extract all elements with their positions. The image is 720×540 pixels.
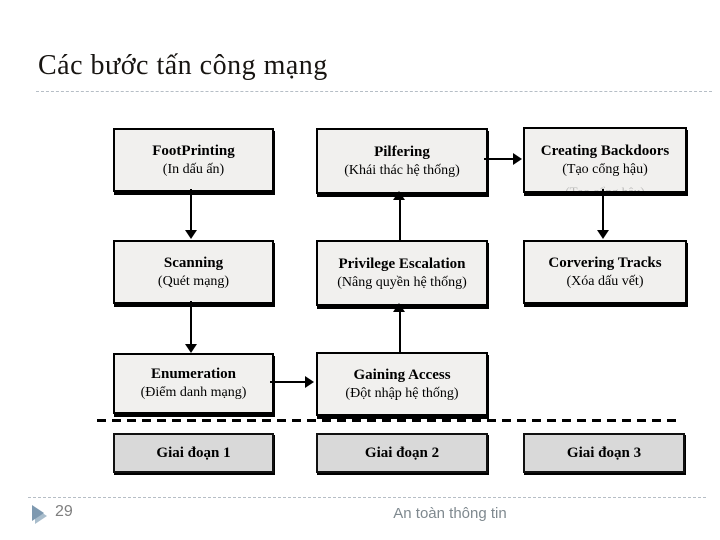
node-privilege-escalation-vi: (Nâng quyền hệ thống)	[337, 274, 467, 290]
node-pilfering-vi: (Khái thác hệ thống)	[344, 162, 460, 178]
node-enumeration-en: Enumeration	[150, 366, 236, 383]
footer-separator	[28, 497, 706, 498]
slide-title: Các bước tấn công mạng	[38, 50, 328, 81]
phase-separator-dashed-line	[97, 419, 676, 422]
footer: 29 An toàn thông tin	[0, 500, 720, 540]
node-corvering-tracks-en: Corvering Tracks	[548, 254, 662, 271]
node-scanning: Scanning (Quét mạng)	[113, 240, 274, 304]
node-privilege-escalation: Privilege Escalation (Nâng quyền hệ thốn…	[316, 240, 488, 306]
title-separator	[36, 91, 712, 92]
node-corvering-tracks-vi: (Xóa dấu vết)	[566, 273, 644, 289]
node-enumeration: Enumeration (Điểm danh mạng)	[113, 353, 274, 414]
node-gaining-access-vi: (Đột nhập hệ thống)	[345, 385, 459, 401]
footer-text: An toàn thông tin	[393, 505, 507, 522]
node-gaining-access: Gaining Access (Đột nhập hệ thống)	[316, 352, 488, 416]
node-creating-backdoors-en: Creating Backdoors	[540, 142, 670, 159]
ghost-text-artifact: (Tạo cổng hậu)	[525, 182, 685, 191]
node-scanning-en: Scanning	[163, 254, 224, 271]
node-scanning-vi: (Quét mạng)	[157, 273, 230, 289]
node-gaining-access-en: Gaining Access	[353, 366, 451, 383]
node-corvering-tracks: Corvering Tracks (Xóa dấu vết)	[523, 240, 687, 304]
node-pilfering: Pilfering (Khái thác hệ thống)	[316, 128, 488, 194]
slide-bullet-triangle-icon	[30, 504, 50, 529]
phase-1-box: Giai đoạn 1	[113, 433, 274, 473]
node-footprinting-vi: (In dấu ấn)	[162, 161, 225, 177]
phase-2-box: Giai đoạn 2	[316, 433, 488, 473]
node-enumeration-vi: (Điểm danh mạng)	[140, 385, 247, 401]
node-creating-backdoors: Creating Backdoors (Tạo cổng hậu) (Tạo c…	[523, 127, 687, 193]
node-footprinting: FootPrinting (In dấu ấn)	[113, 128, 274, 192]
phase-3-box: Giai đoạn 3	[523, 433, 685, 473]
slide-number: 29	[55, 503, 73, 520]
node-footprinting-en: FootPrinting	[152, 142, 235, 159]
node-privilege-escalation-en: Privilege Escalation	[338, 255, 466, 272]
node-pilfering-en: Pilfering	[374, 143, 430, 160]
node-creating-backdoors-vi: (Tạo cổng hậu)	[562, 161, 648, 177]
